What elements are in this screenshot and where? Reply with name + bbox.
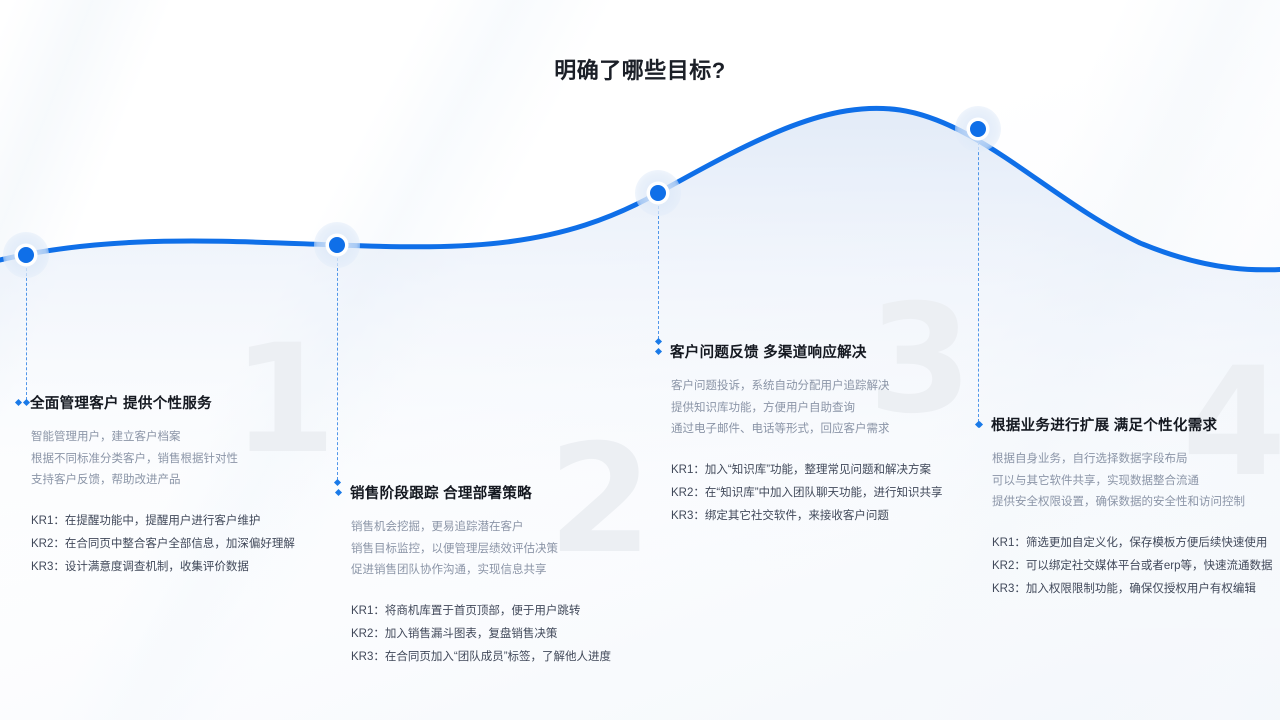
milestone-connector-4 xyxy=(978,142,979,422)
list-item: 销售机会挖掘，更易追踪潜在客户 xyxy=(351,521,524,533)
milestone-description-list-3: 客户问题投诉，系统自动分配用户追踪解决 提供知识库功能，方便用户自助查询 通过电… xyxy=(671,376,943,441)
milestone-node-1[interactable] xyxy=(18,247,34,263)
diamond-bullet-icon xyxy=(334,488,343,497)
list-item: 智能管理用户，建立客户档案 xyxy=(31,431,181,443)
milestone-block-1: 全面管理客户 提供个性服务 智能管理用户，建立客户档案 根据不同标准分类客户，销… xyxy=(14,392,295,579)
list-item: 提供安全权限设置，确保数据的安全性和访问控制 xyxy=(992,496,1245,508)
list-item: 客户问题投诉，系统自动分配用户追踪解决 xyxy=(671,380,890,392)
list-item: KR2：可以绑定社交媒体平台或者erp等，快速流通数据 xyxy=(992,559,1273,572)
list-item: 通过电子邮件、电话等形式，回应客户需求 xyxy=(671,423,890,435)
milestone-heading-3: 客户问题反馈 多渠道响应解决 xyxy=(654,341,943,362)
page-title: 明确了哪些目标? xyxy=(554,58,726,83)
list-item: KR3：加入权限限制功能，确保仅授权用户有权编辑 xyxy=(992,582,1256,595)
milestone-heading-text: 根据业务进行扩展 满足个性化需求 xyxy=(991,418,1218,434)
milestone-heading-text: 客户问题反馈 多渠道响应解决 xyxy=(670,345,867,361)
list-item: 提供知识库功能，方便用户自助查询 xyxy=(671,401,855,414)
milestone-node-4[interactable] xyxy=(970,121,986,137)
milestone-heading-text: 全面管理客户 提供个性服务 xyxy=(30,396,212,412)
list-item: 支持客户反馈，帮助改进产品 xyxy=(31,474,181,486)
milestone-connector-1 xyxy=(26,268,27,400)
milestone-node-3[interactable] xyxy=(650,185,666,201)
milestone-kr-list-1: KR1：在提醒功能中，提醒用户进行客户维护 KR2：在合同页中整合客户全部信息，… xyxy=(31,510,295,579)
list-item: KR2：加入销售漏斗图表，复盘销售决策 xyxy=(351,627,558,640)
milestone-heading-1: 全面管理客户 提供个性服务 xyxy=(14,392,295,413)
milestone-description-list-2: 销售机会挖掘，更易追踪潜在客户 销售目标监控，以便管理层绩效评估决策 促进销售团… xyxy=(351,517,611,582)
list-item: KR2：在“知识库”中加入团队聊天功能，进行知识共享 xyxy=(671,486,943,499)
milestone-heading-4: 根据业务进行扩展 满足个性化需求 xyxy=(975,414,1273,435)
diamond-bullet-icon xyxy=(654,347,663,356)
list-item: KR3：在合同页加入“团队成员”标签，了解他人进度 xyxy=(351,650,612,663)
milestone-node-2[interactable] xyxy=(329,237,345,253)
list-item: KR3：绑定其它社交软件，来接收客户问题 xyxy=(671,509,889,522)
milestone-connector-2 xyxy=(337,258,338,480)
milestone-description-list-1: 智能管理用户，建立客户档案 根据不同标准分类客户，销售根据针对性 支持客户反馈，… xyxy=(31,427,295,492)
milestone-description-list-4: 根据自身业务，自行选择数据字段布局 可以与其它软件共享，实现数据整合流通 提供安… xyxy=(992,449,1273,514)
diamond-bullet-icon xyxy=(975,420,984,429)
list-item: 促进销售团队协作沟通，实现信息共享 xyxy=(351,564,547,576)
list-item: 根据不同标准分类客户，销售根据针对性 xyxy=(31,452,238,465)
list-item: KR1：加入“知识库”功能，整理常见问题和解决方案 xyxy=(671,463,932,476)
list-item: KR1：将商机库置于首页顶部，便于用户跳转 xyxy=(351,604,581,617)
milestone-heading-2: 销售阶段跟踪 合理部署策略 xyxy=(334,482,611,503)
list-item: 根据自身业务，自行选择数据字段布局 xyxy=(992,453,1188,465)
list-item: KR1：在提醒功能中，提醒用户进行客户维护 xyxy=(31,514,261,527)
milestone-kr-list-3: KR1：加入“知识库”功能，整理常见问题和解决方案 KR2：在“知识库”中加入团… xyxy=(671,459,943,528)
milestone-block-3: 客户问题反馈 多渠道响应解决 客户问题投诉，系统自动分配用户追踪解决 提供知识库… xyxy=(654,341,943,528)
list-item: 可以与其它软件共享，实现数据整合流通 xyxy=(992,474,1199,487)
list-item: KR2：在合同页中整合客户全部信息，加深偏好理解 xyxy=(31,537,295,550)
diamond-bullet-icon xyxy=(14,398,23,407)
milestone-connector-3 xyxy=(658,206,659,339)
list-item: 销售目标监控，以便管理层绩效评估决策 xyxy=(351,542,558,555)
milestone-block-4: 根据业务进行扩展 满足个性化需求 根据自身业务，自行选择数据字段布局 可以与其它… xyxy=(975,414,1273,601)
list-item: KR1：筛选更加自定义化，保存模板方便后续快速使用 xyxy=(992,536,1268,549)
curve-stroke xyxy=(0,105,1280,273)
milestone-kr-list-2: KR1：将商机库置于首页顶部，便于用户跳转 KR2：加入销售漏斗图表，复盘销售决… xyxy=(351,600,611,669)
list-item: KR3：设计满意度调查机制，收集评价数据 xyxy=(31,560,249,573)
milestone-heading-text: 销售阶段跟踪 合理部署策略 xyxy=(350,486,532,502)
milestone-kr-list-4: KR1：筛选更加自定义化，保存模板方便后续快速使用 KR2：可以绑定社交媒体平台… xyxy=(992,532,1273,601)
milestone-block-2: 销售阶段跟踪 合理部署策略 销售机会挖掘，更易追踪潜在客户 销售目标监控，以便管… xyxy=(334,482,611,669)
